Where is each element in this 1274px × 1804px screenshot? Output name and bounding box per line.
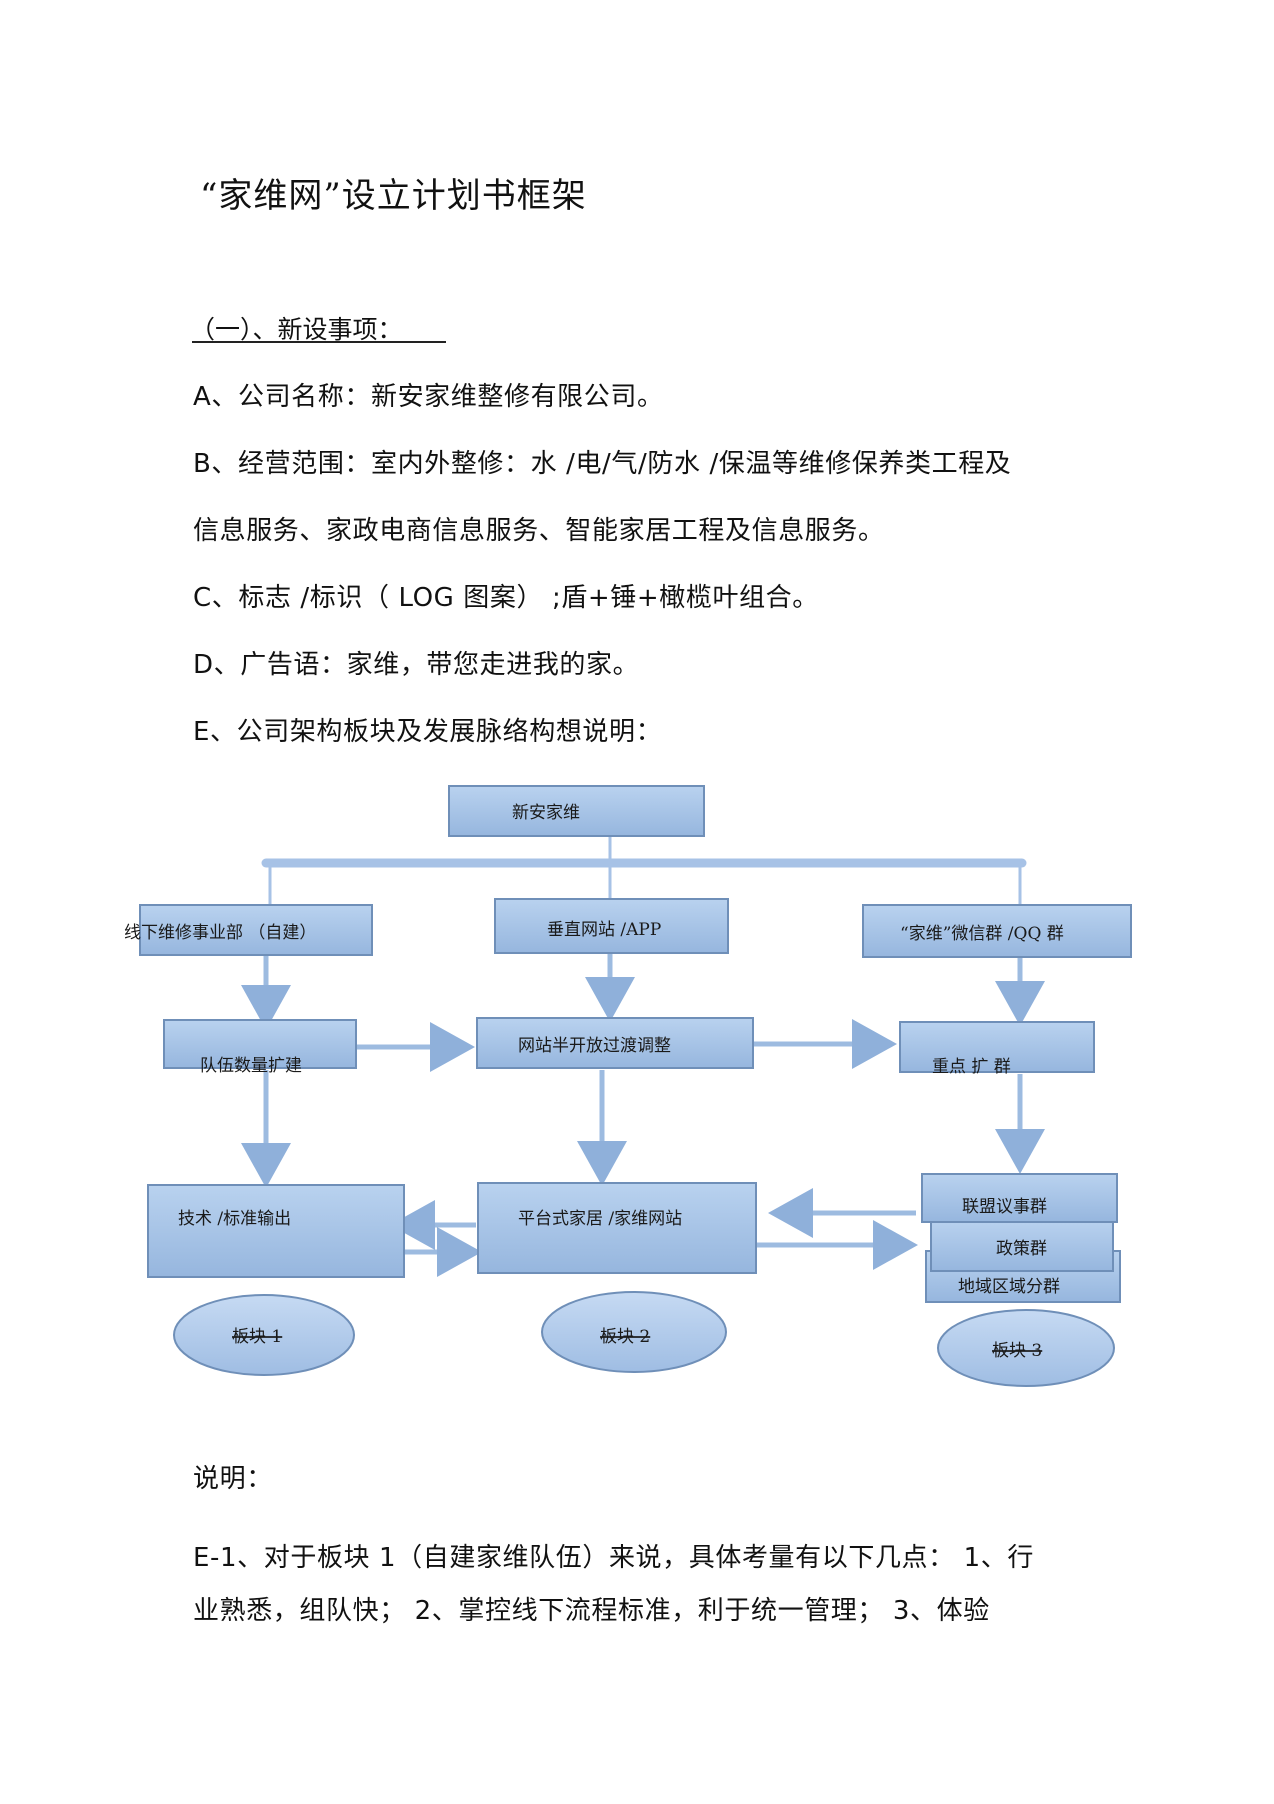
- label-bottom-left: 技术 /标准输出: [178, 1209, 291, 1229]
- ellipse-section-3: [937, 1309, 1115, 1387]
- box-branch-right: [862, 904, 1132, 958]
- label-mid-left: 队伍数量扩建: [200, 1056, 302, 1076]
- box-mid-center: [476, 1017, 754, 1069]
- flow-arrows: [241, 954, 1045, 1277]
- label-branch-right: “家维”微信群 /QQ 群: [900, 924, 1064, 944]
- paragraph-c: C、标志 /标识（ LOG 图案） ;盾+锤+橄榄叶组合。: [193, 583, 819, 613]
- box-labels: 新安家维 线下维修事业部 （自建） 垂直网站 /APP “家维”微信群 /QQ …: [124, 803, 1064, 1361]
- label-ellipse-1: 板块 1: [232, 1327, 282, 1347]
- box-mid-left: [163, 1019, 357, 1069]
- ellipse-section-1: [173, 1294, 355, 1376]
- label-ellipse-2: 板块 2: [600, 1327, 650, 1347]
- box-stack-1: [921, 1173, 1118, 1223]
- box-stack-2: [930, 1219, 1114, 1272]
- label-ellipse-3: 板块 3: [992, 1341, 1042, 1361]
- label-stack-3: 地域区域分群: [958, 1277, 1060, 1297]
- box-branch-center: [494, 898, 729, 954]
- box-bottom-left: [147, 1184, 405, 1278]
- explanation-line-2: 业熟悉，组队快； 2、掌控线下流程标准，利于统一管理； 3、体验: [193, 1596, 990, 1626]
- connector-lines: [261, 836, 1027, 904]
- box-top: [448, 785, 705, 837]
- box-bottom-center: [477, 1182, 757, 1274]
- paragraph-d: D、广告语：家维，带您走进我的家。: [193, 650, 640, 680]
- label-top: 新安家维: [512, 803, 580, 823]
- label-stack-1: 联盟议事群: [962, 1197, 1047, 1217]
- diagram-boxes: [139, 785, 1132, 1303]
- paragraph-b: B、经营范围：室内外整修：水 /电/气/防水 /保温等维修保养类工程及: [193, 449, 1012, 479]
- label-mid-center: 网站半开放过渡调整: [518, 1036, 671, 1056]
- section-underline: [192, 341, 446, 343]
- document-title: “家维网”设立计划书框架: [200, 176, 587, 216]
- label-stack-2: 政策群: [996, 1239, 1047, 1259]
- label-bottom-center: 平台式家居 /家维网站: [518, 1209, 682, 1229]
- box-mid-right: [899, 1021, 1095, 1073]
- section-heading: （一）、新设事项：: [190, 315, 403, 344]
- ellipse-section-2: [541, 1291, 727, 1373]
- label-mid-right: 重点 扩 群: [932, 1057, 1011, 1077]
- label-branch-center: 垂直网站 /APP: [547, 920, 661, 940]
- section-ellipses: [173, 1291, 1115, 1387]
- paragraph-a: A、公司名称：新安家维整修有限公司。: [193, 382, 664, 412]
- paragraph-e: E、公司架构板块及发展脉络构想说明：: [193, 717, 663, 747]
- paragraph-b-cont: 信息服务、家政电商信息服务、智能家居工程及信息服务。: [193, 516, 885, 546]
- label-branch-left: 线下维修事业部 （自建）: [124, 923, 316, 943]
- explanation-heading: 说明：: [193, 1464, 273, 1494]
- explanation-line-1: E-1、对于板块 1（自建家维队伍）来说，具体考量有以下几点： 1、行: [193, 1543, 1034, 1573]
- box-branch-left: [139, 904, 373, 956]
